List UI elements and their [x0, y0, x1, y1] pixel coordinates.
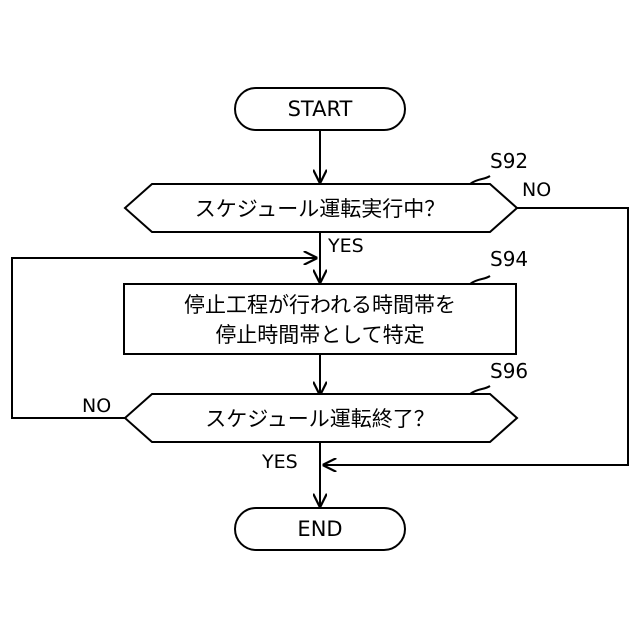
- process1-line2: 停止時間帯として特定: [215, 323, 424, 347]
- decision2-no-label: NO: [82, 395, 111, 417]
- decision1-step-label: S92: [490, 149, 528, 173]
- process1-step-leader: [470, 276, 490, 284]
- decision1-yes-label: YES: [327, 235, 364, 257]
- decision2-step-leader: [470, 386, 490, 394]
- decision1-text: スケジュール運転実行中？: [195, 197, 446, 221]
- start-label: START: [288, 97, 353, 121]
- process1-step-label: S94: [490, 247, 528, 271]
- decision1-no-label: NO: [522, 179, 551, 201]
- end-label: END: [297, 517, 342, 541]
- decision2-text: スケジュール運転終了？: [205, 407, 435, 431]
- decision1-step-leader: [470, 176, 490, 184]
- decision2-step-label: S96: [490, 359, 528, 383]
- decision2-yes-label: YES: [261, 451, 298, 473]
- process1-line1: 停止工程が行われる時間帯を: [184, 293, 456, 317]
